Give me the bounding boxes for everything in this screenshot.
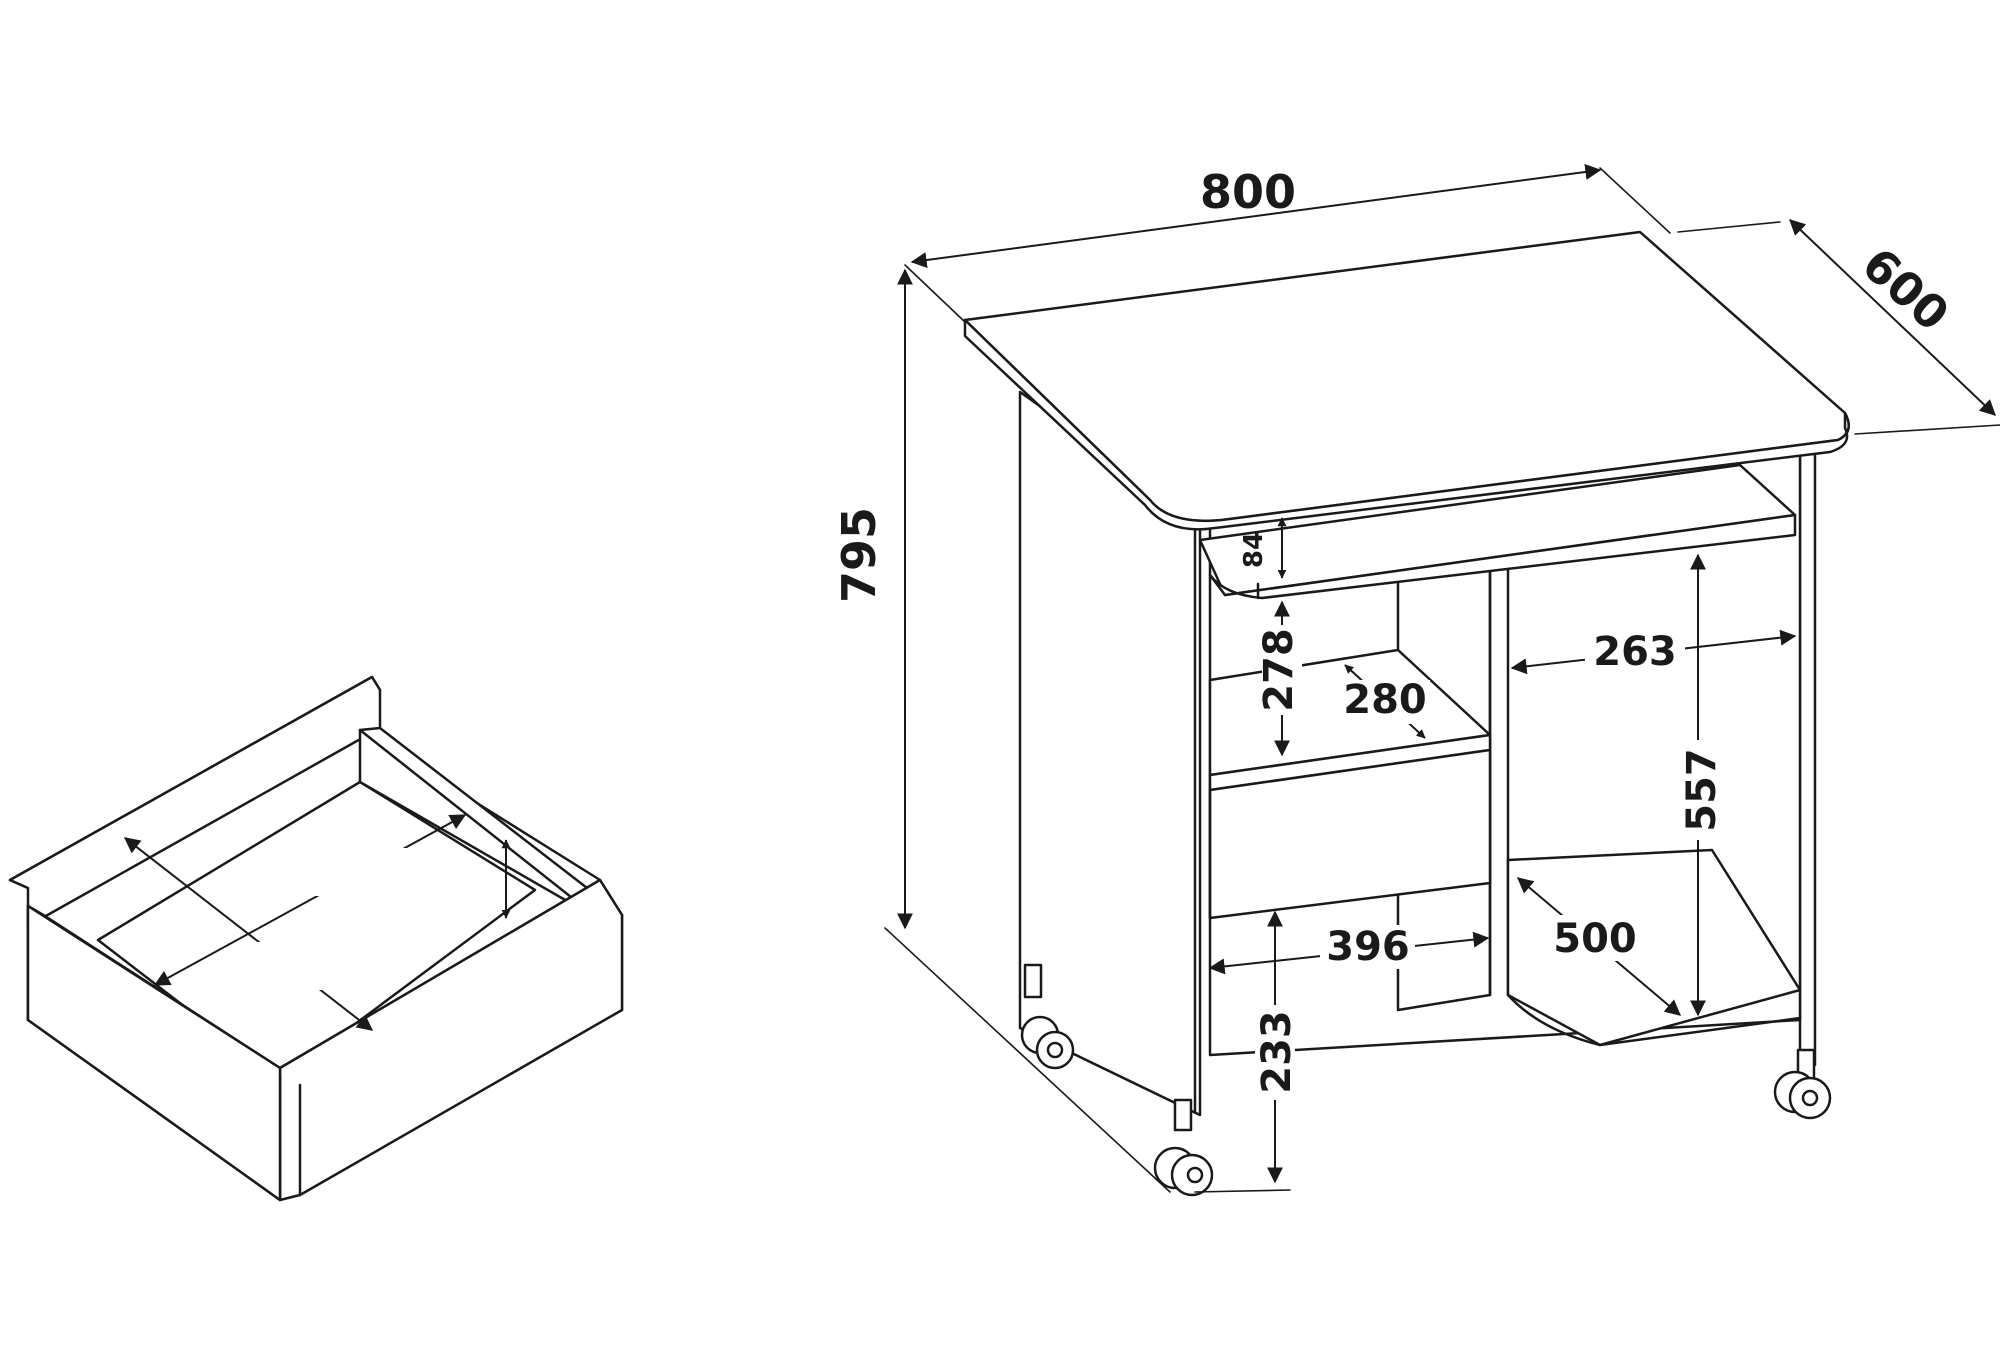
floor-clearance-label: 233 xyxy=(1254,1010,1300,1094)
desk-depth-arrow xyxy=(1789,219,1996,416)
desk-drawing: 800 600 795 84 278 280 263 557 500 xyxy=(832,164,2000,1197)
shelf-depth-label: 280 xyxy=(1343,677,1427,723)
desk-width-label: 800 xyxy=(1200,165,1296,219)
niche-height-label: 278 xyxy=(1256,628,1302,712)
desk-width-arrow xyxy=(910,164,1602,268)
drawer-length-arrow xyxy=(153,814,467,986)
drawer-drawing xyxy=(8,675,624,1202)
keyboard-shelf-height-label: 84 xyxy=(1239,532,1269,568)
lower-shelf-depth-label: 500 xyxy=(1553,916,1637,962)
desk-tabletop-edge xyxy=(963,318,1850,531)
desk-height-label: 795 xyxy=(832,507,886,603)
keyboard-shelf-edge xyxy=(1208,513,1797,600)
desk-depth-label: 600 xyxy=(1852,237,1959,341)
caster-wheel-front-right xyxy=(1773,1048,1832,1120)
right-opening-height-label: 557 xyxy=(1679,748,1725,832)
caster-wheel-back-left xyxy=(1020,963,1075,1070)
drawer-width-label: 396 xyxy=(1326,924,1410,970)
desk-right-leg xyxy=(1798,438,1817,1072)
caster-wheel-front-left xyxy=(1153,1098,1214,1197)
right-opening-width-label: 263 xyxy=(1593,629,1677,675)
